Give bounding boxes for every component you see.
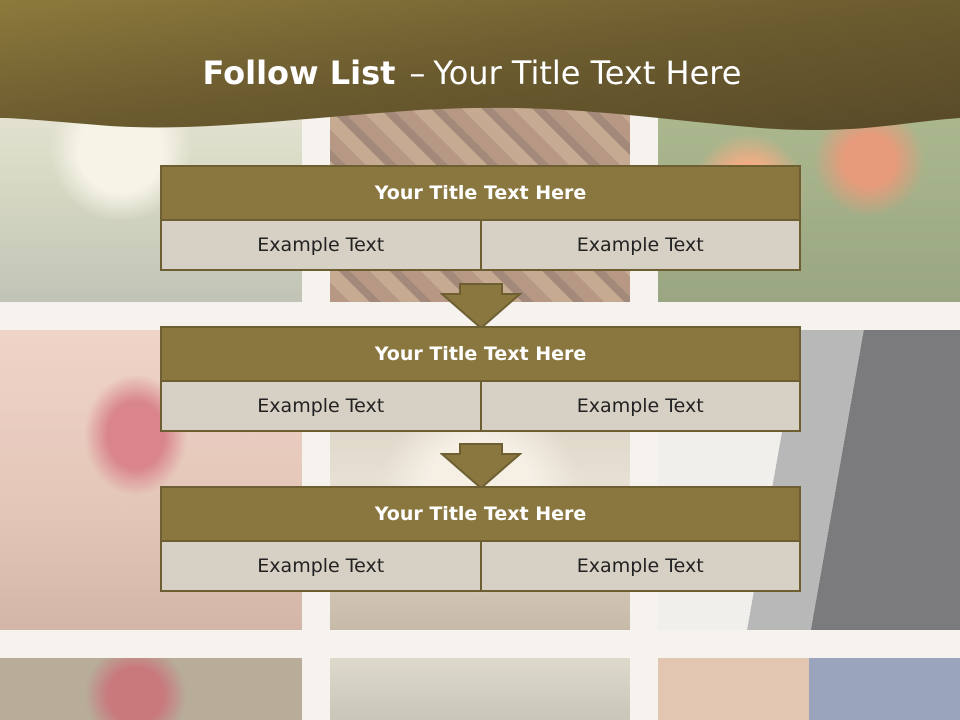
red-roses-photo — [0, 658, 302, 720]
follow-block-2: Your Title Text Here Example Text Exampl… — [160, 326, 801, 432]
slide-title: Follow List–Your Title Text Here — [0, 54, 944, 92]
down-arrow-icon — [440, 283, 522, 330]
slide-title-dash: – — [409, 54, 426, 92]
down-arrow-icon — [440, 443, 522, 490]
slide-title-rest: Your Title Text Here — [433, 54, 742, 92]
slide-title-bold: Follow List — [202, 54, 396, 92]
block-cell-left: Example Text — [160, 382, 482, 432]
holding-hands-photo — [658, 658, 960, 720]
block-cell-right: Example Text — [481, 382, 801, 432]
block-cell-right: Example Text — [481, 221, 801, 271]
header-band: Follow List–Your Title Text Here — [0, 0, 960, 140]
block-title: Your Title Text Here — [160, 326, 801, 382]
champagne-glass-photo — [330, 658, 630, 720]
follow-block-1: Your Title Text Here Example Text Exampl… — [160, 165, 801, 271]
block-title: Your Title Text Here — [160, 486, 801, 542]
follow-block-3: Your Title Text Here Example Text Exampl… — [160, 486, 801, 592]
block-cell-left: Example Text — [160, 221, 482, 271]
block-cell-right: Example Text — [481, 542, 801, 592]
block-cell-left: Example Text — [160, 542, 482, 592]
block-title: Your Title Text Here — [160, 165, 801, 221]
